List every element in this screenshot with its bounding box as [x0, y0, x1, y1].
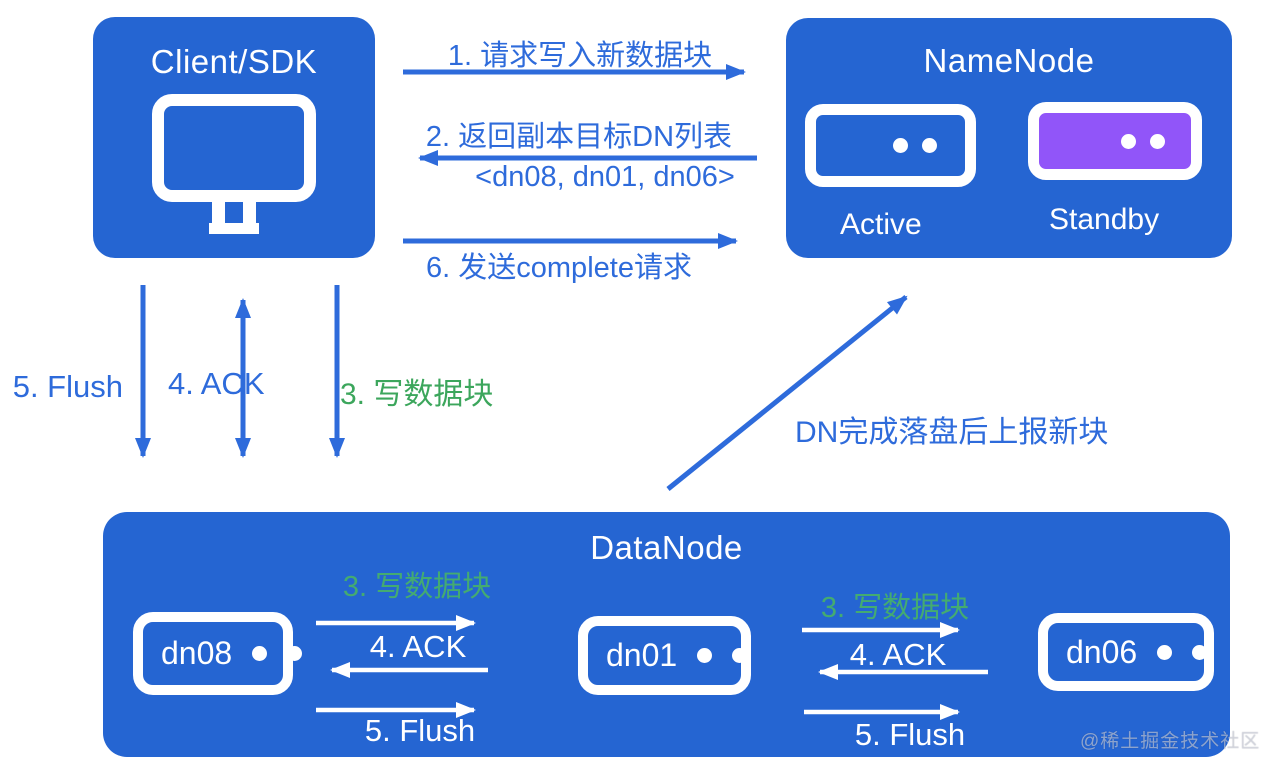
standby-namenode-server-icon — [1028, 102, 1202, 180]
datanode-group-box: DataNode dn08 dn01 dn06 — [103, 512, 1230, 757]
datanode-dn06-server-icon: dn06 — [1038, 613, 1214, 691]
datanode-title: DataNode — [590, 529, 743, 566]
label-pipeline2-write: 3. 写数据块 — [820, 592, 970, 624]
client-sdk-box: Client/SDK — [93, 17, 375, 258]
arrow-dn-report-new-block — [666, 295, 908, 491]
label-dn-report-new-block: DN完成落盘后上报新块 — [795, 416, 1109, 449]
label-step2-return-dn-list: 2. 返回副本目标DN列表 — [425, 121, 733, 153]
dn06-label: dn06 — [1066, 633, 1138, 670]
label-dn-list-detail: <dn08, dn01, dn06> — [475, 161, 735, 193]
dn08-led-dot — [252, 646, 268, 661]
dn06-led-dot — [1192, 644, 1208, 660]
active-led-dot — [893, 138, 908, 153]
label-step5-flush: 5. Flush — [12, 369, 123, 404]
active-namenode-server-icon — [805, 104, 976, 187]
label-step4-ack: 4. ACK — [168, 366, 265, 401]
standby-led-dot — [1150, 133, 1165, 149]
label-pipeline2-flush: 5. Flush — [854, 717, 966, 752]
active-label: Active — [840, 208, 922, 241]
monitor-icon — [152, 94, 316, 234]
dn01-led-dot — [732, 648, 748, 663]
label-pipeline1-write: 3. 写数据块 — [342, 571, 492, 603]
dn06-led-dot — [1157, 644, 1173, 660]
watermark: @稀土掘金技术社区 — [1080, 731, 1261, 752]
label-pipeline1-flush: 5. Flush — [364, 713, 476, 748]
dn08-led-dot — [287, 646, 303, 661]
label-pipeline2-ack: 4. ACK — [849, 637, 947, 672]
label-step1-request-new-block: 1. 请求写入新数据块 — [447, 40, 713, 72]
datanode-dn01-server-icon: dn01 — [578, 616, 751, 695]
label-pipeline1-ack: 4. ACK — [369, 629, 467, 664]
standby-led-dot — [1121, 133, 1136, 149]
dn01-led-dot — [697, 648, 713, 663]
standby-label: Standby — [1049, 203, 1160, 236]
label-step6-send-complete: 6. 发送complete请求 — [426, 252, 692, 284]
namenode-box: NameNode Active Standby — [786, 18, 1232, 258]
datanode-dn08-server-icon: dn08 — [133, 612, 303, 695]
namenode-title: NameNode — [923, 42, 1095, 79]
client-title: Client/SDK — [150, 43, 318, 80]
dn01-label: dn01 — [606, 637, 678, 673]
label-step3-write-block: 3. 写数据块 — [340, 378, 494, 411]
dn08-label: dn08 — [161, 635, 233, 671]
active-led-dot — [922, 138, 937, 153]
